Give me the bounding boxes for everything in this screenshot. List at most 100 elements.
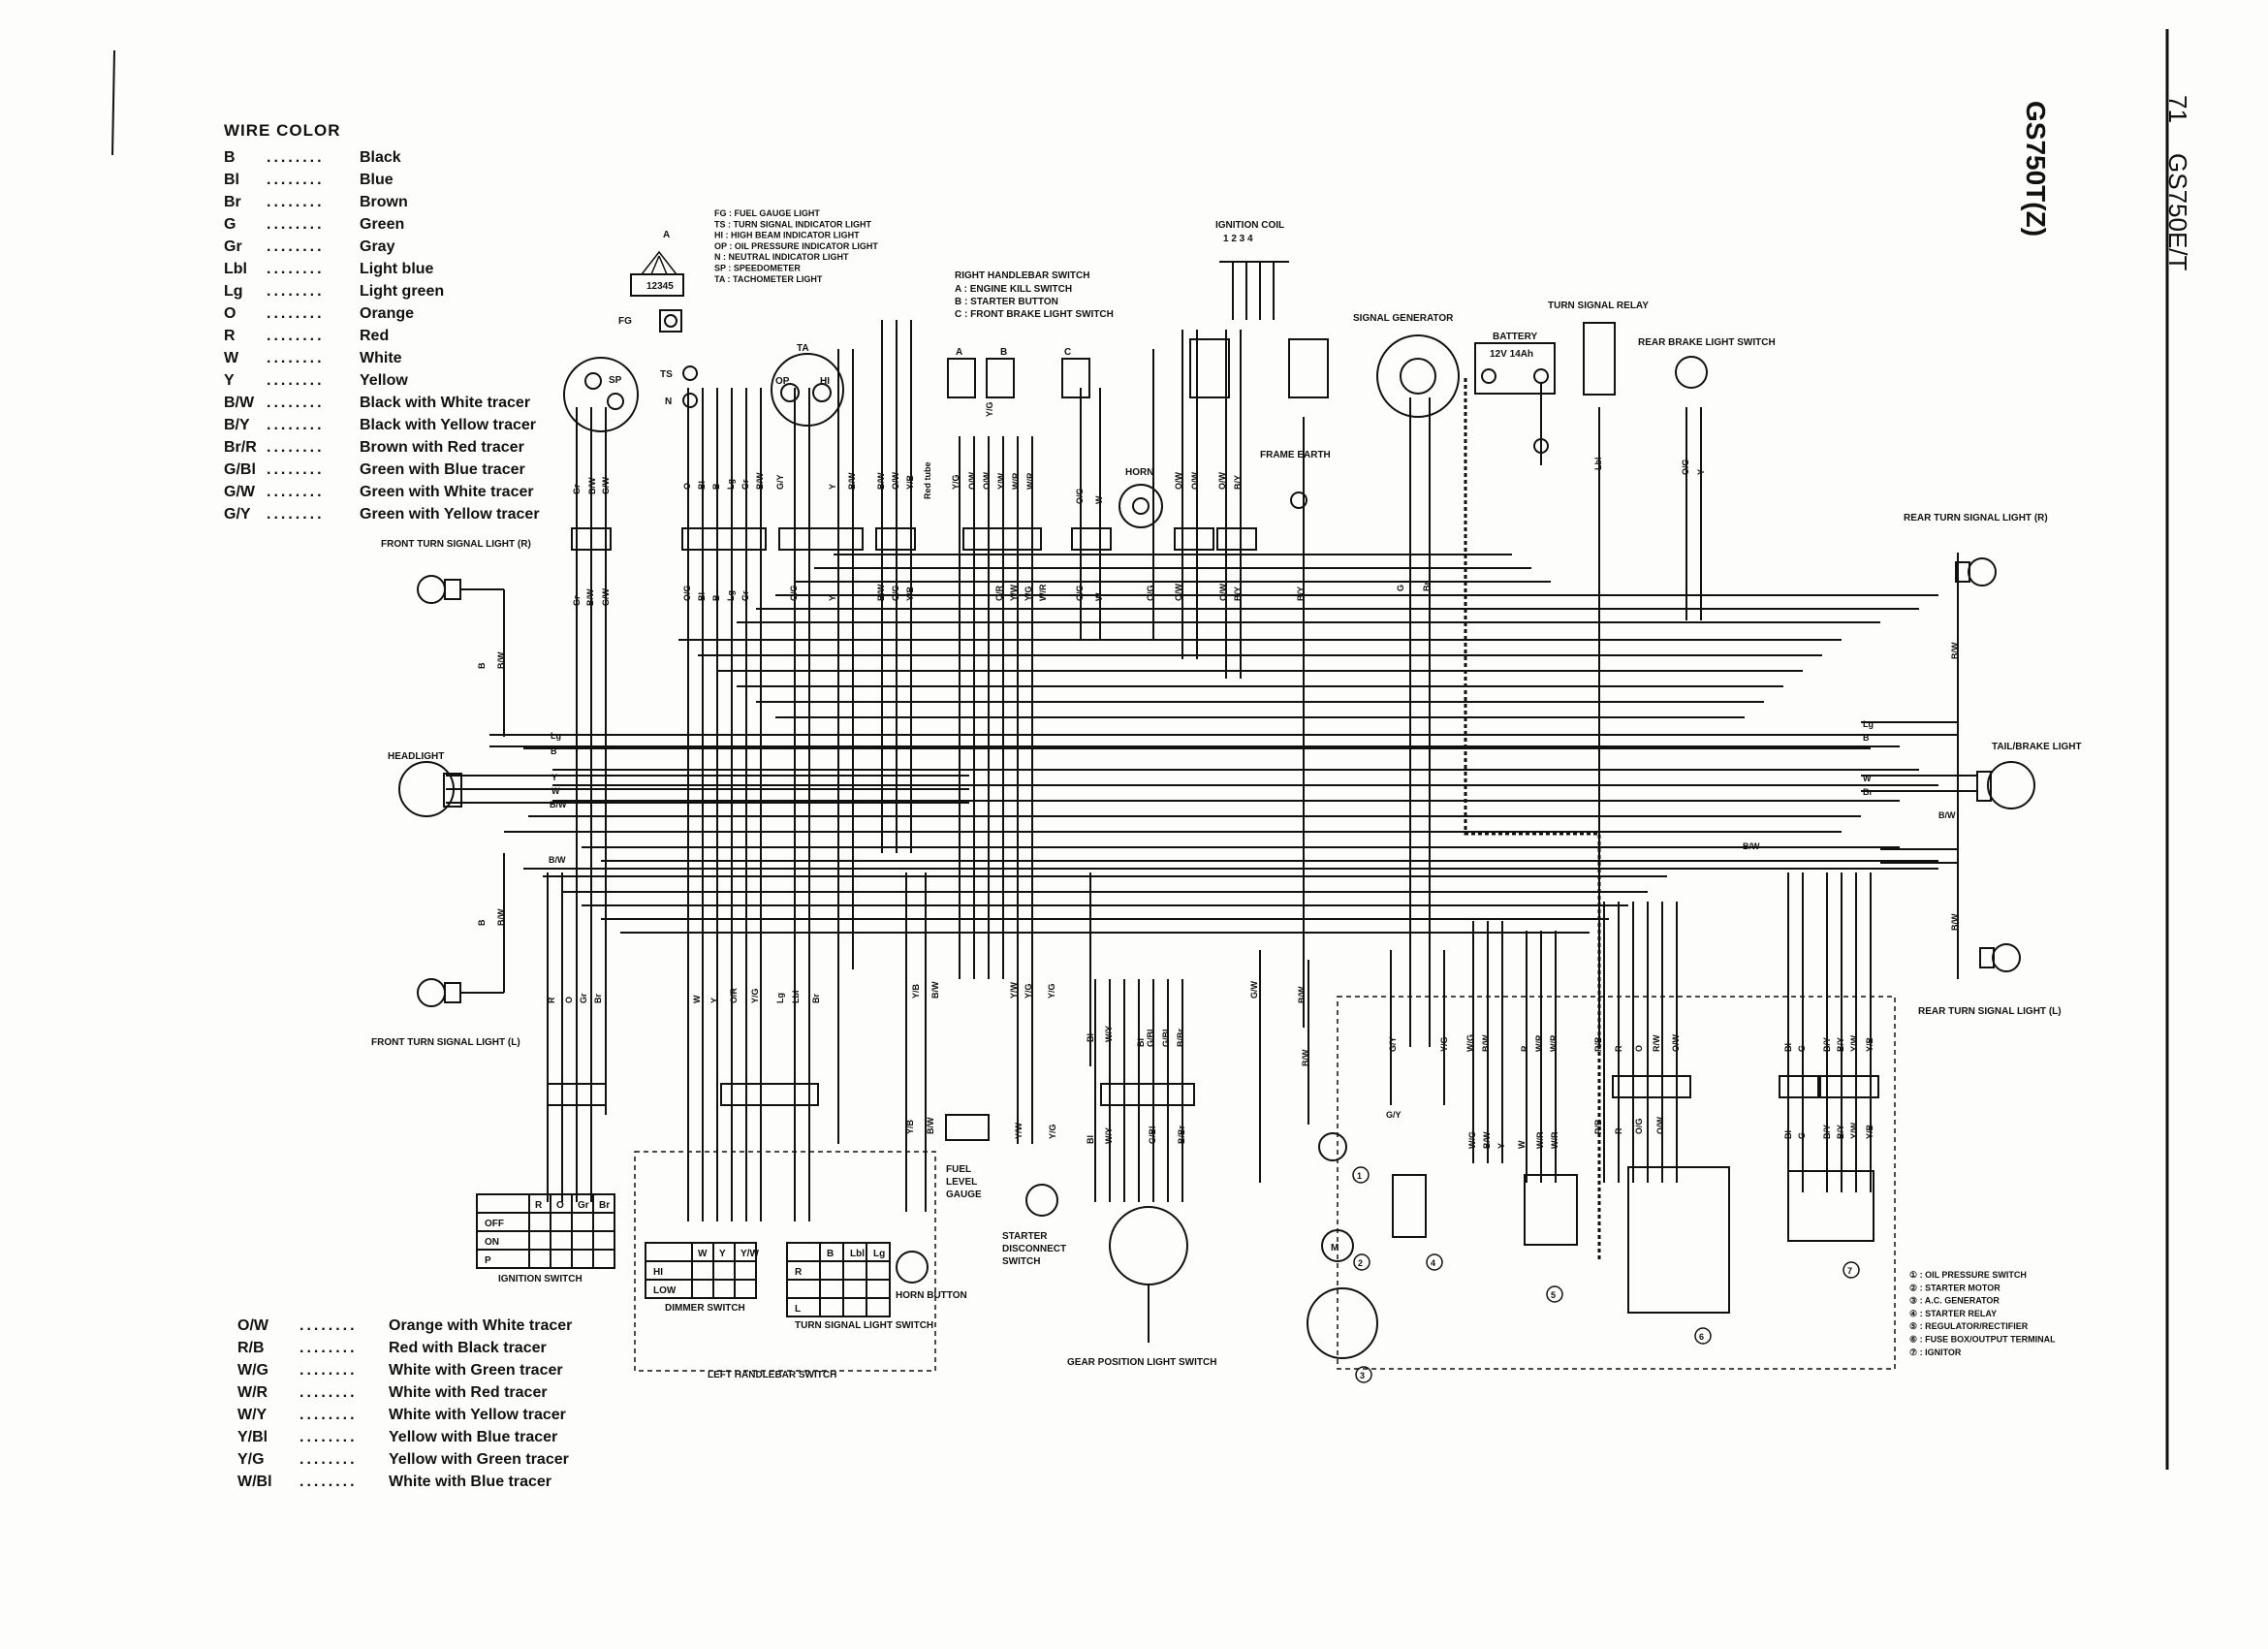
wire-label: G/Bl <box>1148 1126 1157 1144</box>
signal-generator: SIGNAL GENERATOR <box>1353 313 1460 418</box>
wire-label: Y/B <box>1865 1124 1874 1139</box>
svg-text:TAIL/BRAKE LIGHT: TAIL/BRAKE LIGHT <box>1992 742 2082 752</box>
wire-label: B/W <box>1743 841 1760 851</box>
numbered-legend-item: ⑥ : FUSE BOX/OUTPUT TERMINAL <box>1909 1335 2056 1345</box>
wire-code: W/Y <box>237 1407 268 1423</box>
wire-label: Lg <box>726 479 736 490</box>
fuel-level-gauge: FUEL LEVEL GAUGE <box>945 1114 990 1200</box>
wire-label: R <box>1614 1127 1623 1134</box>
wire-label: Gr <box>572 484 582 494</box>
turn-signal-cell <box>842 1279 867 1299</box>
wire-label: Br <box>1863 787 1873 797</box>
svg-text:OP: OP <box>775 376 790 387</box>
wire-code: Lg <box>224 283 243 300</box>
wire-label: Gr <box>740 479 750 490</box>
dimmer-cell <box>712 1260 736 1281</box>
wire-label: G/Bl <box>1161 1029 1171 1047</box>
turn-signal-header: B <box>827 1249 834 1259</box>
right-handlebar-item: B : STARTER BUTTON <box>955 297 1058 307</box>
wire-label: B/W <box>876 472 886 490</box>
wire-color-row: Br/R........Brown with Red tracer <box>224 436 540 459</box>
ignition-cell <box>550 1249 573 1269</box>
wire-code: B/W <box>224 395 255 411</box>
wire-color-name: Black <box>360 149 401 166</box>
svg-text:DISCONNECT: DISCONNECT <box>1002 1244 1066 1254</box>
wire-label: O/R <box>729 987 739 1003</box>
wire-color-name: Black with Yellow tracer <box>360 417 537 433</box>
svg-text:1 2 3 4: 1 2 3 4 <box>1223 234 1253 244</box>
wire-label: Br <box>1422 582 1432 591</box>
turn-signal-cell <box>842 1297 867 1317</box>
wire-label: Y/B <box>1865 1036 1874 1052</box>
svg-text:FRONT TURN SIGNAL LIGHT (R): FRONT TURN SIGNAL LIGHT (R) <box>381 539 531 550</box>
ignition-cell <box>550 1230 573 1251</box>
wire-code: Y <box>224 372 235 389</box>
wire-label: R <box>547 997 556 1003</box>
wire-label: Lbl <box>1593 458 1603 471</box>
svg-text:SP: SP <box>609 375 622 386</box>
wire-color-row: B........Black <box>224 146 540 169</box>
wire-label: G <box>1797 1045 1807 1052</box>
dimmer-header: Y/W <box>740 1249 759 1259</box>
turn-signal-header: Lbl <box>850 1249 865 1259</box>
wire-label: O/G <box>1146 585 1155 601</box>
svg-text:7: 7 <box>1847 1266 1852 1276</box>
wire-color-name: Green with Blue tracer <box>360 461 525 478</box>
wire-label: Bl <box>1783 1130 1793 1139</box>
wire-label: W/G <box>1467 1131 1477 1149</box>
wire-label: B/W <box>1938 810 1956 820</box>
svg-text:FG: FG <box>618 316 632 327</box>
wire-label: Y/G <box>1048 1124 1057 1139</box>
turn-signal-header: Lg <box>873 1249 885 1259</box>
starter-disconnect-switch: STARTER DISCONNECT SWITCH <box>1002 1184 1066 1267</box>
wire-label: B/W <box>496 651 506 669</box>
svg-text:GEAR POSITION LIGHT SWITCH: GEAR POSITION LIGHT SWITCH <box>1067 1357 1216 1368</box>
wire-label: Lg <box>1863 719 1874 729</box>
meter-legend-item: HI : HIGH BEAM INDICATOR LIGHT <box>714 231 860 240</box>
wire-label: O/R <box>994 585 1004 601</box>
meter-legend-item: TS : TURN SIGNAL INDICATOR LIGHT <box>714 219 871 229</box>
wire-label: Bl <box>697 592 707 601</box>
svg-text:6: 6 <box>1699 1332 1704 1342</box>
wire-label: Y/W <box>1849 1122 1859 1139</box>
wire-label: R/B <box>1593 1036 1603 1052</box>
wire-color-name: White with Blue tracer <box>389 1474 552 1490</box>
turn-signal-cell <box>842 1260 867 1281</box>
right-handlebar-item: A : ENGINE KILL SWITCH <box>955 284 1072 295</box>
wire-label: O/G <box>1075 488 1085 504</box>
wire-color-name: Light blue <box>360 261 434 277</box>
svg-text:12345: 12345 <box>646 281 674 292</box>
wiring-lines <box>111 29 2169 1470</box>
ignition-cell <box>528 1230 551 1251</box>
right-handlebar-switch: RIGHT HANDLEBAR SWITCH A : ENGINE KILL S… <box>923 270 1114 499</box>
turn-signal-cell <box>866 1279 891 1299</box>
wire-color-name: Gray <box>360 238 395 255</box>
svg-text:TA: TA <box>797 343 809 354</box>
svg-text:1: 1 <box>1357 1171 1362 1181</box>
wire-label: B/Y <box>1822 1125 1832 1139</box>
wire-label: B/W <box>1950 642 1960 659</box>
wire-color-name: Yellow with Blue tracer <box>389 1429 558 1445</box>
wire-label: B/W <box>847 472 857 490</box>
dimmer-cell <box>712 1279 736 1299</box>
wire-label: W/R <box>1011 472 1021 490</box>
wire-label: Y/G <box>750 988 760 1003</box>
wire-code: Y/G <box>237 1451 265 1468</box>
wire-code: W <box>224 350 239 366</box>
wire-label: B/W <box>549 855 566 865</box>
wire-label: B/W <box>587 477 597 494</box>
gear-position-light-switch: GEAR POSITION LIGHT SWITCH <box>1067 1206 1216 1368</box>
svg-text:12V 14Ah: 12V 14Ah <box>1490 349 1533 360</box>
wire-label: Lbl <box>791 991 801 1004</box>
wire-label: R/B <box>1593 1119 1603 1134</box>
wire-label: B/Y <box>1233 587 1243 601</box>
wire-label: W <box>692 995 702 1003</box>
wire-color-row: G/Bl........Green with Blue tracer <box>224 459 540 481</box>
ignition-cell <box>592 1249 615 1269</box>
wire-color-name: White <box>360 350 402 366</box>
svg-text:4: 4 <box>1431 1258 1435 1268</box>
wire-label: B/W <box>1950 913 1960 931</box>
ignition-cell <box>571 1230 594 1251</box>
